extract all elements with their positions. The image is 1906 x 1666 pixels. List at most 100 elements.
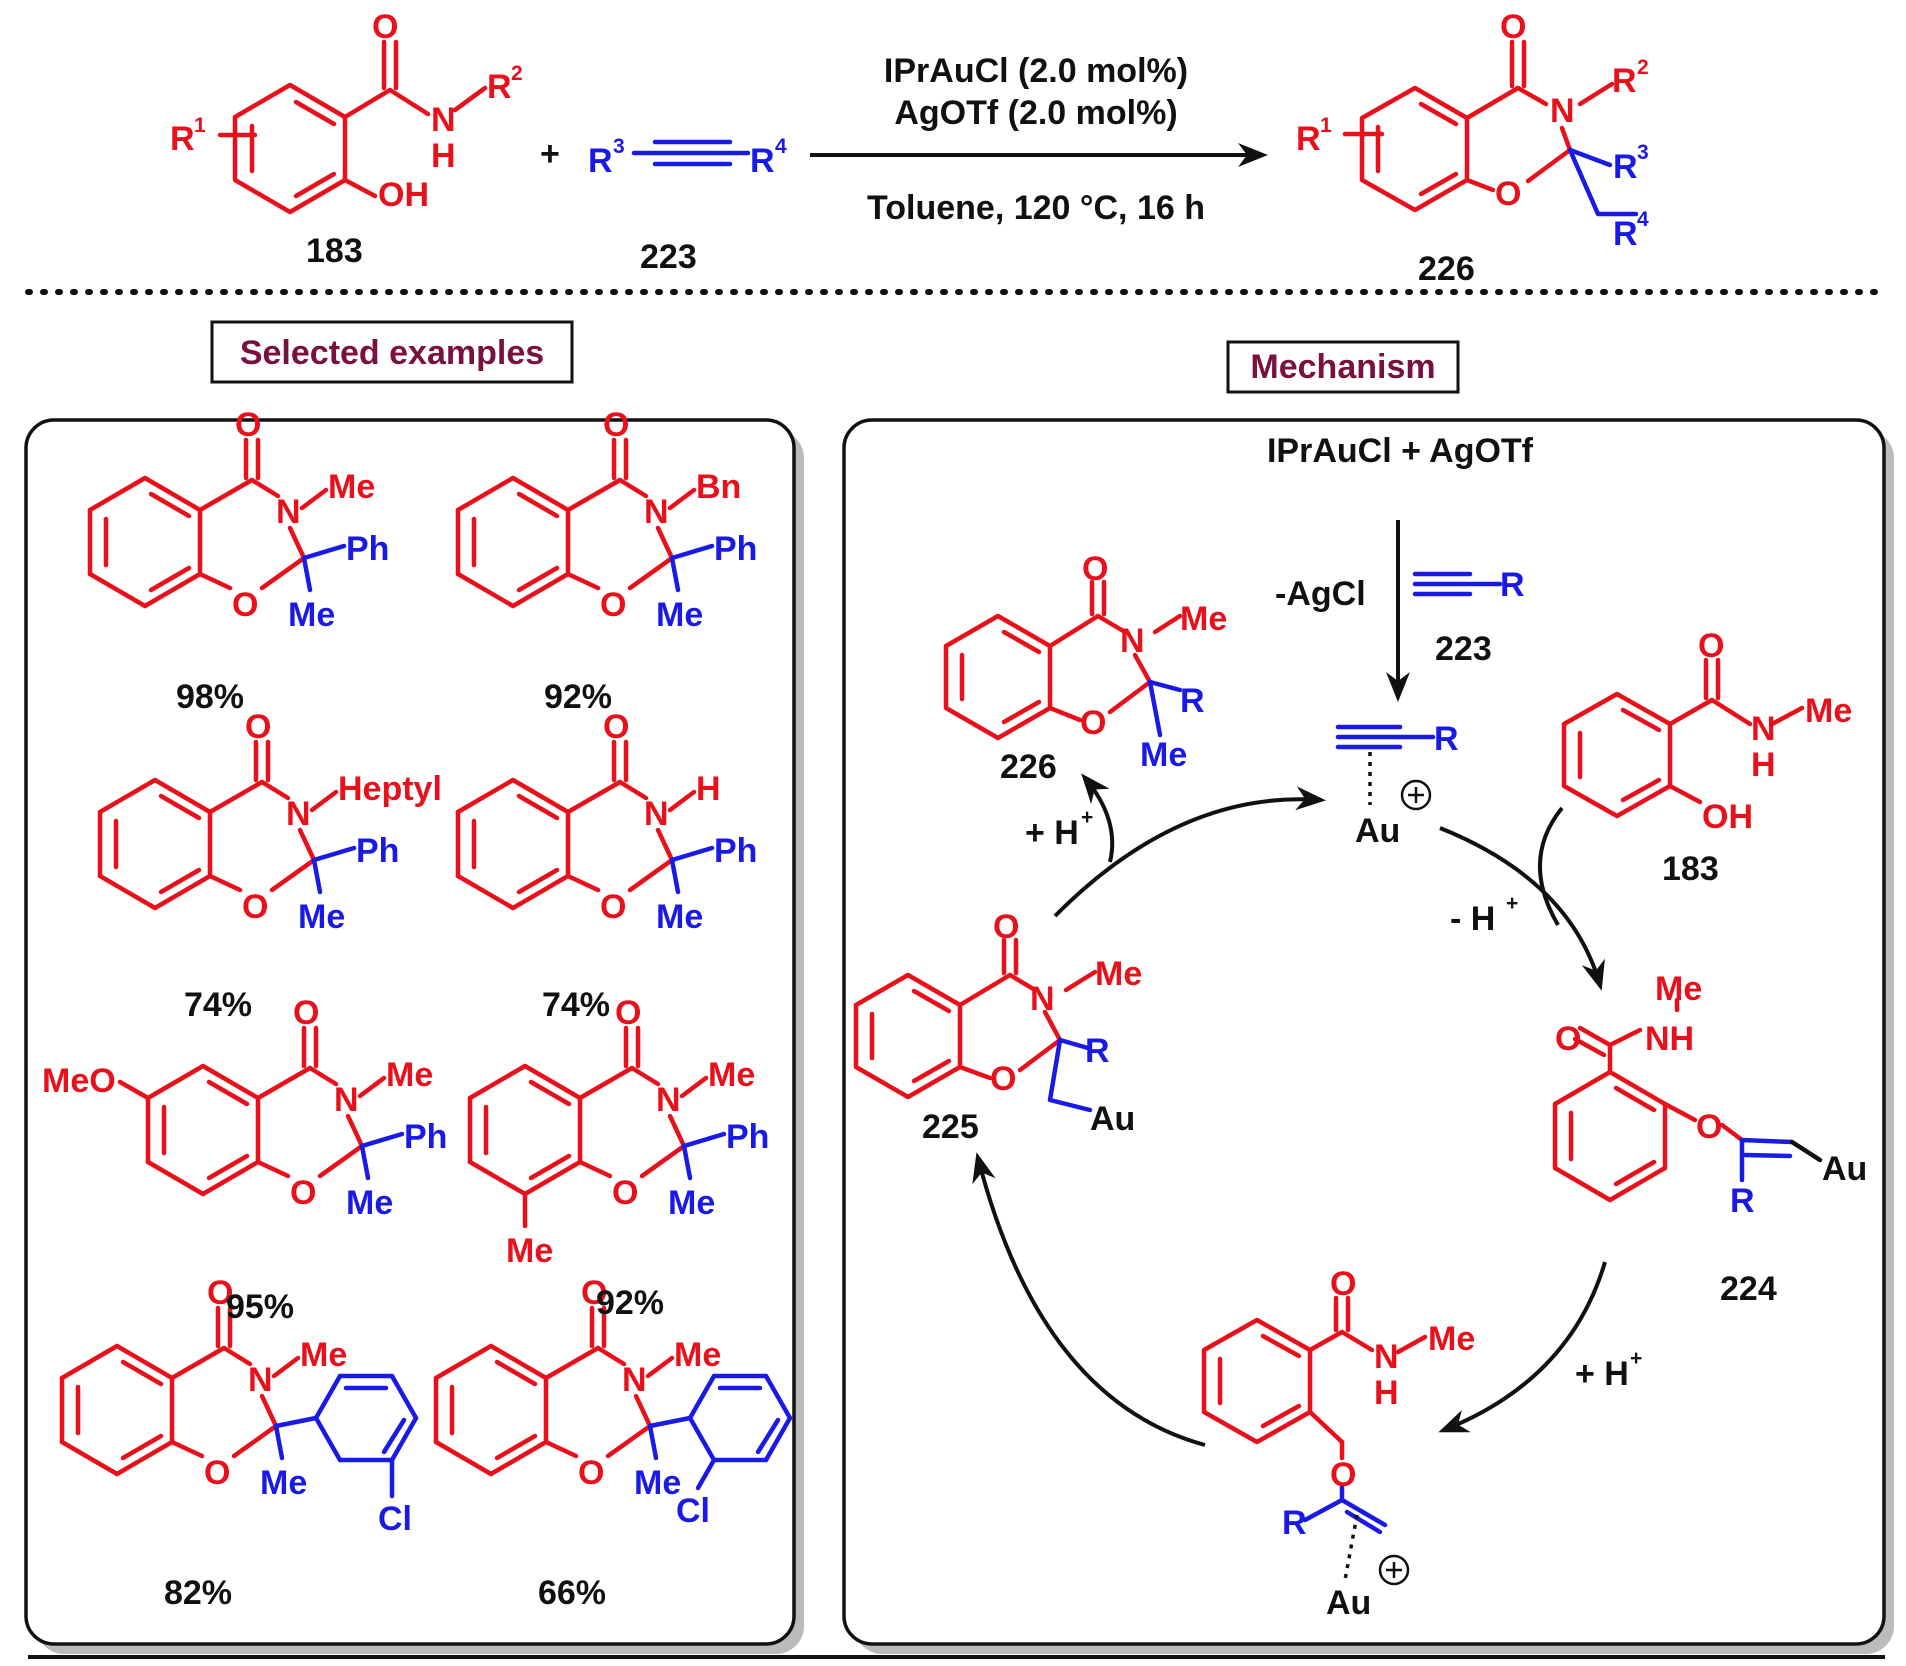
atom-label: Au: [1355, 812, 1400, 850]
superscript: 1: [1320, 114, 1332, 137]
atom-label: H: [1751, 746, 1776, 784]
atom-label: N: [1751, 710, 1776, 748]
gold-pi-complex: [1335, 724, 1436, 811]
atom-label: O: [1330, 1265, 1356, 1303]
atom-label: O: [293, 994, 319, 1032]
examples-heading: Selected examples: [240, 334, 544, 372]
superscript: 1: [194, 114, 206, 137]
atom-label: O: [615, 994, 641, 1032]
mechanism-heading-box: [1226, 340, 1460, 394]
alkyne-bond: [631, 139, 751, 167]
atom-label: O: [245, 708, 271, 746]
atom-label: O: [1495, 175, 1521, 213]
atom-label: Me: [1095, 955, 1142, 993]
intermediate-224-structure: [1552, 997, 1823, 1203]
atom-label: N: [644, 795, 669, 833]
atom-label: O: [612, 1174, 638, 1212]
atom-label: Me: [300, 1336, 347, 1374]
superscript: 2: [1637, 56, 1649, 79]
atom-label: Me: [1180, 600, 1227, 638]
atom-label: Au: [1822, 1150, 1867, 1188]
superscript: +: [1081, 806, 1093, 829]
atom-label: Ph: [356, 832, 399, 870]
yield-label: 92%: [544, 678, 612, 716]
compound-label-183: 183: [306, 232, 363, 270]
atom-label: OH: [378, 176, 429, 214]
atom-label: Me: [656, 898, 703, 936]
atom-label: O: [242, 888, 268, 926]
atom-label: N: [622, 1361, 647, 1399]
atom-label: R: [1434, 720, 1459, 758]
yield-label: 82%: [164, 1574, 232, 1612]
atom-label: N: [1120, 622, 1145, 660]
condition-solvent: Toluene, 120 °C, 16 h: [867, 189, 1205, 227]
yield-label: 98%: [176, 678, 244, 716]
atom-label: NH: [1645, 1020, 1694, 1058]
atom-label: Me: [656, 596, 703, 634]
top-reaction: O N H R 2 OH R 1 183 + R 3 R 4 223 IPrAu…: [170, 8, 1649, 288]
atom-label: N: [1030, 980, 1055, 1018]
atom-label: O: [207, 1274, 233, 1312]
atom-label: Au: [1090, 1100, 1135, 1138]
catalyst-label: IPrAuCl + AgOTf: [1267, 432, 1534, 470]
r4-label: R: [750, 142, 775, 180]
atom-label: N: [656, 1081, 681, 1119]
atom-label: O: [1696, 1108, 1722, 1146]
atom-label: Me: [674, 1336, 721, 1374]
cycle-arrow-regeneration: [1053, 786, 1326, 918]
atom-label: N: [286, 795, 311, 833]
atom-label: Me: [386, 1056, 433, 1094]
yield-label: 95%: [226, 1288, 294, 1326]
superscript: 4: [1637, 208, 1649, 231]
atom-label: N: [334, 1081, 359, 1119]
superscript: 3: [613, 135, 625, 158]
mechanism-panel: [842, 418, 1886, 1646]
atom-label: Me: [328, 468, 375, 506]
compound-label-226: 226: [1000, 748, 1057, 786]
r1-label: R: [1296, 120, 1321, 158]
atom-label: Me: [668, 1184, 715, 1222]
examples-heading-box: [210, 320, 574, 384]
superscript: 4: [775, 135, 787, 158]
atom-label: O: [204, 1454, 230, 1492]
atom-label: Ph: [714, 530, 757, 568]
compound-label-183: 183: [1662, 850, 1719, 888]
mechanism-heading: Mechanism: [1250, 348, 1435, 386]
r1-label: R: [170, 120, 195, 158]
plus-h-label: + H: [1025, 814, 1079, 852]
atom-label: O: [1555, 1020, 1581, 1058]
minus-h-label: - H: [1450, 900, 1495, 938]
atom-label: H: [431, 137, 456, 175]
atom-label: O: [232, 586, 258, 624]
atom-label: N: [248, 1361, 273, 1399]
atom-label: N: [276, 493, 301, 531]
atom-label: N: [1374, 1338, 1399, 1376]
atom-label: O: [600, 586, 626, 624]
reactant-183-structure: [217, 39, 488, 215]
atom-label: R: [1282, 1504, 1307, 1542]
atom-label: Me: [708, 1056, 755, 1094]
atom-label: Me: [346, 1184, 393, 1222]
atom-label: O: [1330, 1456, 1356, 1494]
product-release-arrow: [1081, 773, 1115, 863]
r4-label: R: [1613, 215, 1638, 253]
yield-label: 92%: [596, 1284, 664, 1322]
atom-label: O: [990, 1060, 1016, 1098]
atom-label: N: [431, 101, 456, 139]
atom-label: Ph: [726, 1118, 769, 1156]
atom-label: O: [581, 1274, 607, 1312]
condition-additive: AgOTf (2.0 mol%): [894, 94, 1177, 132]
amide-183-structure: [1561, 657, 1805, 819]
atom-label: Me: [298, 898, 345, 936]
atom-label: Ph: [714, 832, 757, 870]
atom-label: Me: [260, 1464, 307, 1502]
amide-entry-arrow: [1538, 806, 1564, 927]
atom-label: O: [1500, 8, 1526, 46]
atom-label: Me: [1655, 970, 1702, 1008]
atom-label: O: [235, 406, 261, 444]
r2-label: R: [487, 68, 512, 106]
atom-label: Ph: [404, 1118, 447, 1156]
compound-label-225: 225: [922, 1108, 979, 1146]
compound-label-224: 224: [1720, 1270, 1777, 1308]
